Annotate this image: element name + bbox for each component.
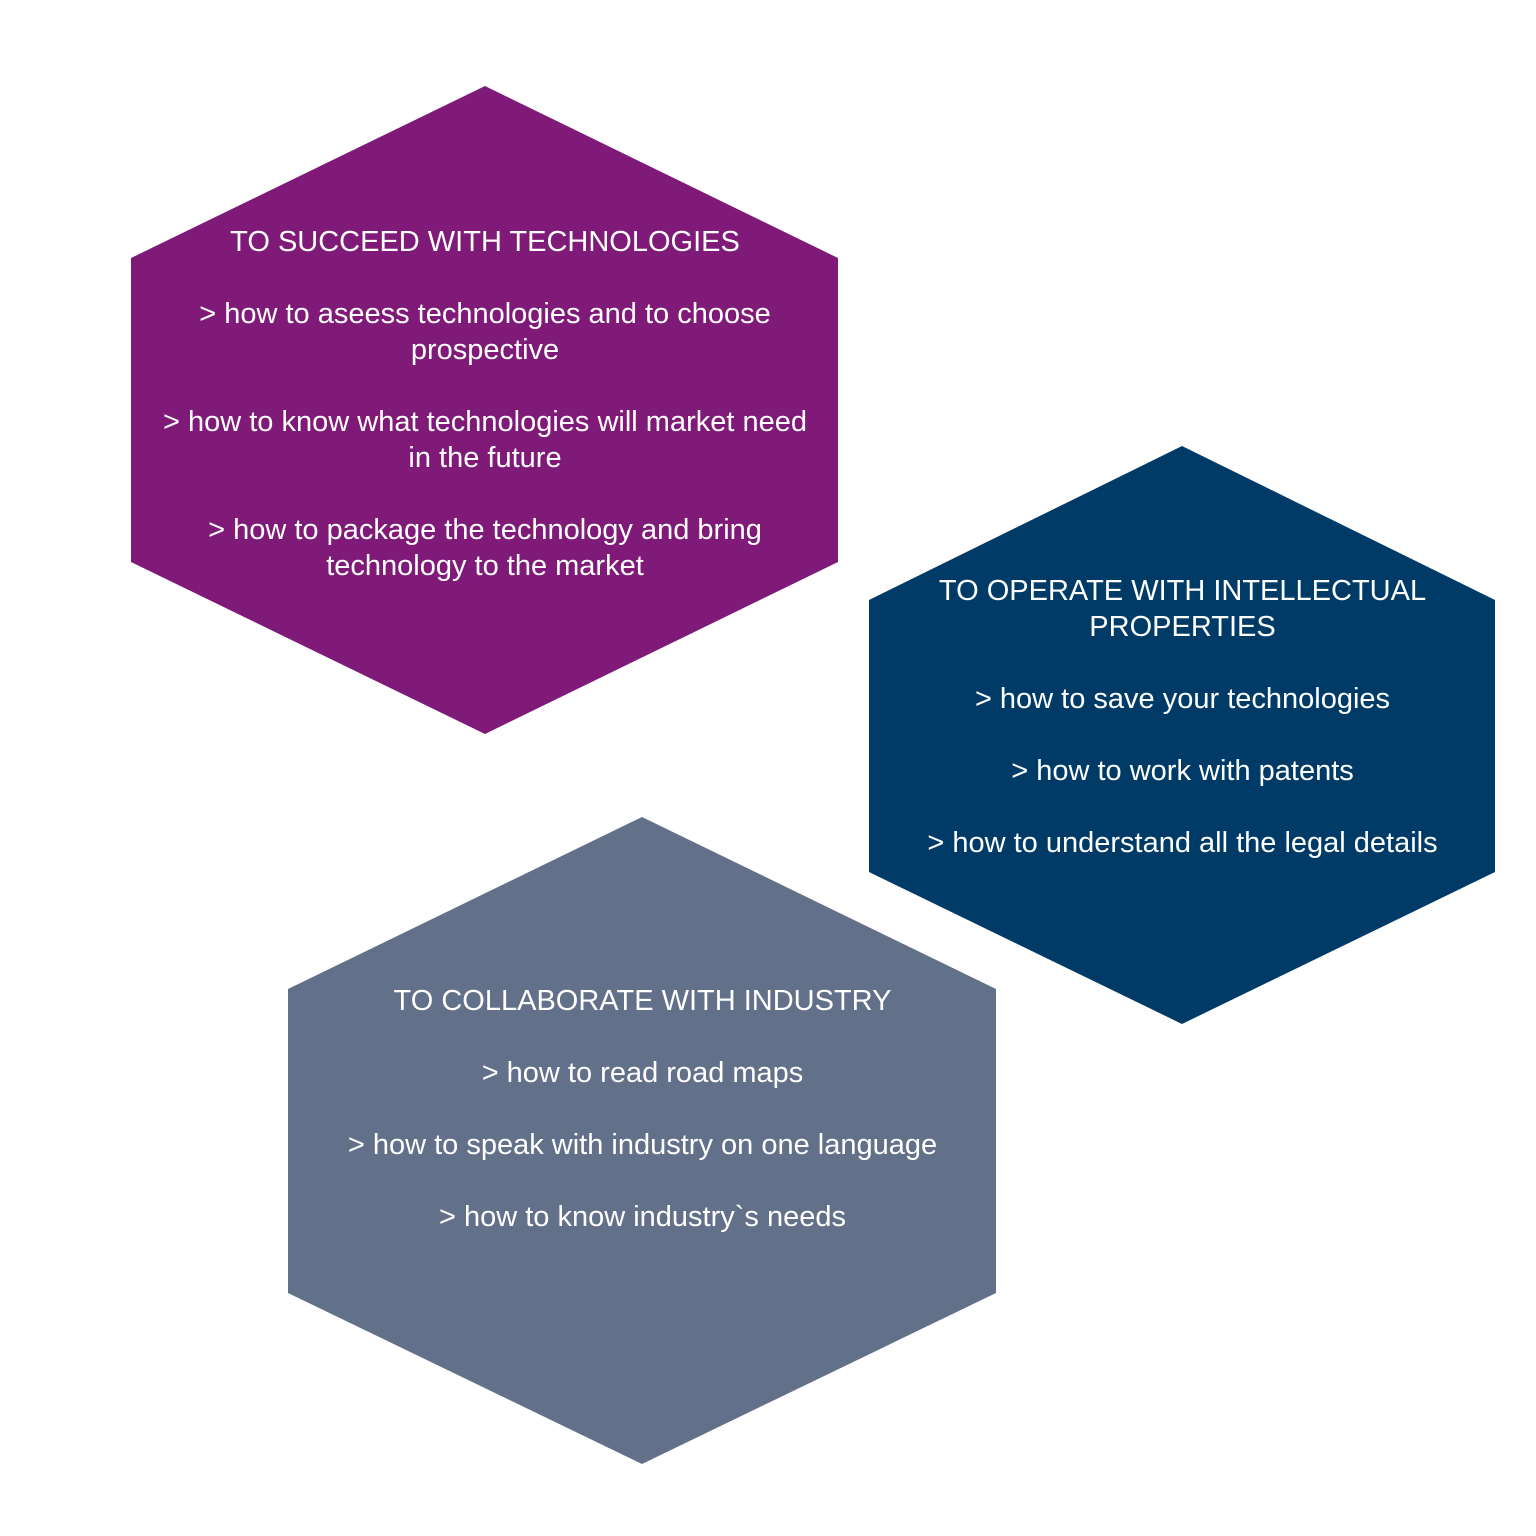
- hexagon-industry-content: TO COLLABORATE WITH INDUSTRY > how to re…: [320, 983, 965, 1235]
- hexagon-intellectual-properties-item: > how to save your technologies: [974, 683, 1391, 715]
- hexagon-industry-item: > how to read road maps: [481, 1057, 804, 1089]
- hexagon-intellectual-properties-item: > how to work with patents: [1011, 755, 1354, 787]
- hexagon-industry: [288, 817, 996, 1464]
- hexagon-intellectual-properties-content: TO OPERATE WITH INTELLECTUAL PROPERTIES …: [910, 573, 1455, 861]
- hexagon-technologies-content: TO SUCCEED WITH TECHNOLOGIES > how to as…: [160, 224, 810, 584]
- hexagon-intellectual-properties-title: TO OPERATE WITH INTELLECTUAL PROPERTIES: [938, 575, 1427, 643]
- hexagon-intellectual-properties-item: > how to understand all the legal detail…: [927, 827, 1438, 859]
- hexagon-intellectual-properties: [869, 446, 1495, 1024]
- hexagon-industry-item: > how to speak with industry on one lang…: [347, 1129, 938, 1161]
- hexagon-industry-title: TO COLLABORATE WITH INDUSTRY: [393, 985, 892, 1017]
- hexagon-technologies-item: > how to know what technologies will mar…: [163, 406, 807, 474]
- hexagon-industry-item: > how to know industry`s needs: [438, 1201, 847, 1233]
- hexagon-technologies-title: TO SUCCEED WITH TECHNOLOGIES: [230, 226, 740, 258]
- hexagon-technologies: [131, 86, 838, 734]
- hexagon-technologies-item: > how to package the technology and brin…: [208, 514, 762, 582]
- hexagon-technologies-item: > how to aseess technologies and to choo…: [199, 298, 771, 366]
